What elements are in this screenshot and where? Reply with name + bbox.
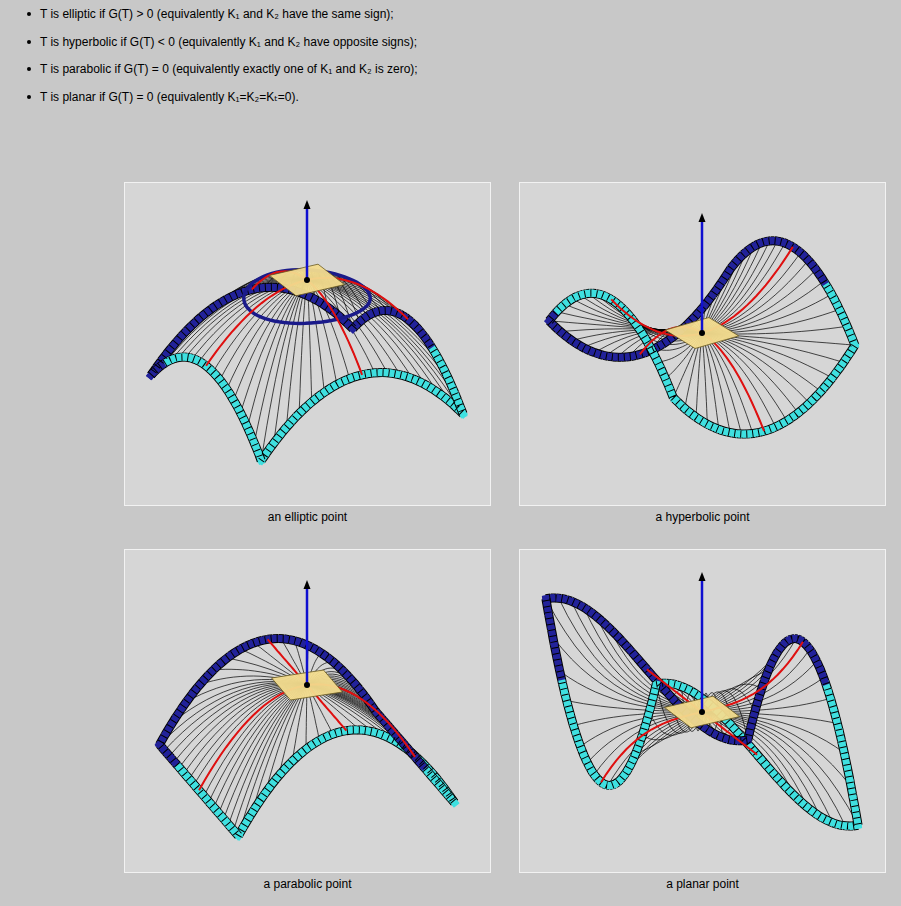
definition-text: T is hyperbolic if G(T) < 0 (equivalentl… — [40, 35, 417, 49]
arrowhead — [304, 200, 311, 209]
panel-caption: a planar point — [520, 877, 885, 892]
radial-line — [151, 269, 463, 460]
surface-wireframe — [160, 580, 455, 836]
panel-frame — [125, 183, 491, 506]
panel-frame — [520, 183, 886, 506]
normal-vector — [701, 219, 704, 333]
illustration-panel: a planar point — [520, 550, 885, 894]
bullet-dot — [27, 67, 31, 71]
level-curve — [244, 270, 370, 324]
definition-text: T is parabolic if G(T) = 0 (equivalently… — [40, 62, 418, 76]
surface-wireframe — [151, 200, 463, 461]
boundary-ticks — [151, 287, 463, 460]
surface-panel — [125, 550, 491, 873]
definition-text: T is planar if G(T) = 0 (equivalently K₁… — [40, 90, 299, 104]
panel-caption: an elliptic point — [125, 510, 490, 525]
surface-wireframe — [549, 213, 855, 434]
bullet-line: T is planar if G(T) = 0 (equivalently K₁… — [40, 87, 299, 107]
surface-wireframe — [546, 572, 858, 826]
surface-panel — [125, 183, 491, 506]
panel-frame — [125, 550, 491, 873]
bullet-dot — [27, 12, 31, 16]
panel-caption: a parabolic point — [125, 877, 490, 892]
normal-vector — [306, 206, 309, 280]
arrowhead — [699, 572, 706, 581]
surface-panel — [520, 183, 886, 506]
surface-point — [699, 709, 705, 715]
definition-text: T is elliptic if G(T) > 0 (equivalently … — [40, 7, 394, 21]
surface-panel — [520, 550, 886, 873]
surface-point — [304, 277, 310, 283]
normal-vector — [306, 586, 309, 685]
illustration-panel: a hyperbolic point — [520, 183, 885, 527]
normal-vector — [701, 578, 704, 712]
bullet-dot — [27, 95, 31, 99]
bullet-dot — [27, 40, 31, 44]
surface-point — [699, 330, 705, 336]
panel-frame — [520, 550, 886, 873]
surface-point — [304, 682, 310, 688]
arrowhead — [699, 213, 706, 222]
illustration-panel: a parabolic point — [125, 550, 490, 894]
arrowhead — [304, 580, 311, 589]
panel-caption: a hyperbolic point — [520, 510, 885, 525]
illustration-panel: an elliptic point — [125, 183, 490, 527]
bullet-line: T is parabolic if G(T) = 0 (equivalently… — [40, 59, 418, 79]
bullet-line: T is hyperbolic if G(T) < 0 (equivalentl… — [40, 32, 417, 52]
bullet-line: T is elliptic if G(T) > 0 (equivalently … — [40, 4, 394, 24]
